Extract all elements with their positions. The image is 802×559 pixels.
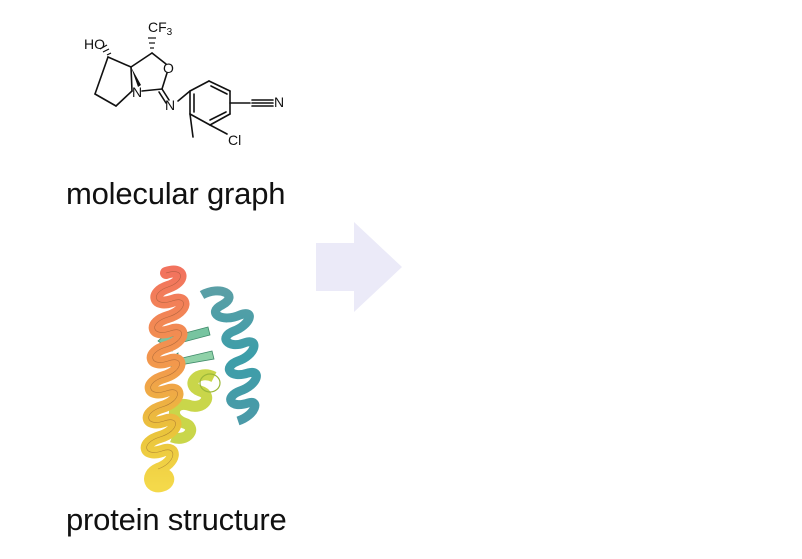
bond: [151, 52, 167, 65]
protein-structure-caption: protein structure: [66, 502, 287, 537]
trifluoromethyl-label: CF3: [148, 19, 173, 38]
orange-helix: [140, 265, 190, 493]
yellow-helix: [169, 369, 221, 444]
bond: [189, 80, 210, 92]
ring-oxygen-label: O: [163, 60, 174, 76]
molecule-structure-diagram: HO CF3 O N N N Cl: [84, 19, 284, 148]
bond: [94, 56, 109, 95]
hashed-bond: [99, 44, 112, 56]
bond: [189, 113, 194, 138]
protein-structure-diagram: [140, 265, 261, 493]
hashed-bond: [148, 37, 156, 49]
molecular-graph-caption: molecular graph: [66, 176, 286, 211]
wedge-bond: [131, 67, 141, 87]
bond: [208, 80, 231, 92]
nitrile-nitrogen-label: N: [274, 94, 284, 110]
ring-nitrogen-label: N: [132, 84, 142, 100]
chlorine-label: Cl: [228, 132, 241, 148]
bond: [161, 72, 168, 90]
bond: [94, 93, 117, 107]
imine-nitrogen-label: N: [165, 97, 175, 113]
bond: [115, 90, 133, 107]
bond: [158, 91, 167, 104]
bond: [209, 111, 227, 121]
right-arrow-icon: [316, 222, 402, 312]
bond: [209, 124, 228, 135]
bond: [210, 85, 228, 95]
bond: [209, 113, 231, 126]
bond: [177, 90, 191, 102]
bond: [189, 113, 211, 126]
bond: [161, 88, 170, 101]
hydroxyl-label: HO: [84, 36, 105, 52]
bond: [130, 52, 153, 68]
teal-helix: [199, 286, 261, 426]
bond: [107, 56, 132, 68]
bond: [141, 88, 163, 92]
bond: [130, 66, 133, 92]
